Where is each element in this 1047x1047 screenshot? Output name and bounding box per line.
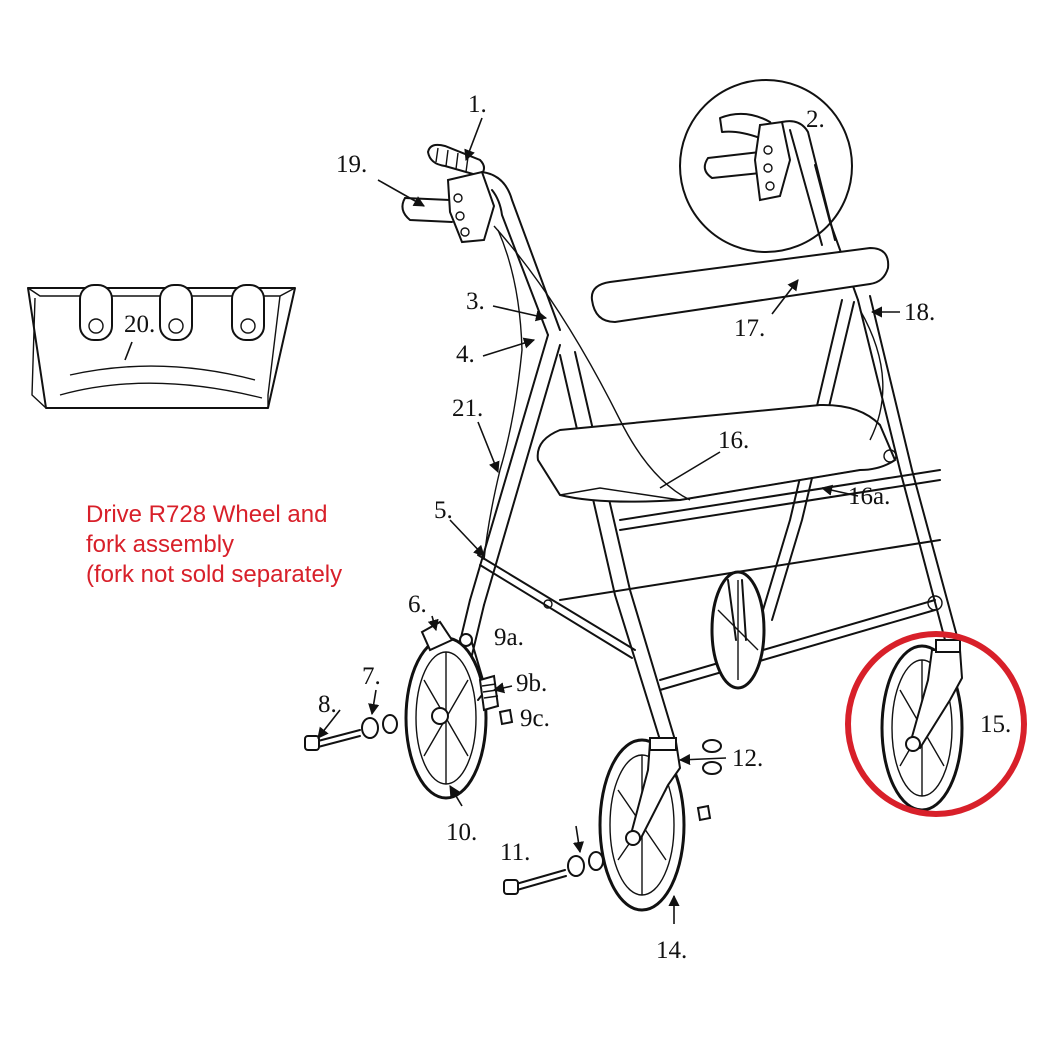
part-labels: 1. 2. 3. 4. 5. 6. 7. 8. 9a. 9b. 9c. 10. … (124, 91, 1011, 964)
label-8: 8. (318, 691, 337, 718)
label-21: 21. (452, 395, 483, 422)
label-9b: 9b. (516, 670, 547, 697)
label-19: 19. (336, 151, 367, 178)
label-15: 15. (980, 711, 1011, 738)
brake-detail-inset (679, 79, 853, 253)
label-16a: 16a. (848, 483, 890, 510)
storage-bag (27, 284, 296, 409)
label-3: 3. (466, 288, 485, 315)
label-2: 2. (806, 106, 825, 133)
label-4: 4. (456, 341, 475, 368)
wheel-fork-15 (880, 639, 964, 812)
label-16: 16. (718, 427, 749, 454)
label-6: 6. (408, 591, 427, 618)
note-line-3: (fork not sold separately (86, 561, 342, 588)
label-12: 12. (732, 745, 763, 772)
product-note: Drive R728 Wheel and fork assembly (fork… (86, 501, 342, 588)
wheel-14 (598, 737, 686, 912)
label-9c: 9c. (520, 705, 550, 732)
label-9a: 9a. (494, 624, 524, 651)
label-18: 18. (904, 299, 935, 326)
label-5: 5. (434, 497, 453, 524)
axle-bolt-8 (304, 714, 398, 751)
highlight-circle (845, 631, 1027, 817)
label-11: 11. (500, 839, 530, 866)
label-1: 1. (468, 91, 487, 118)
label-17: 17. (734, 315, 765, 342)
leader-lines (317, 117, 900, 924)
label-7: 7. (362, 663, 381, 690)
wheel-10 (404, 620, 488, 800)
label-14: 14. (656, 937, 687, 964)
note-line-2: fork assembly (86, 531, 234, 558)
axle-bolt-11 (503, 739, 722, 895)
note-line-1: Drive R728 Wheel and (86, 501, 327, 528)
label-10: 10. (446, 819, 477, 846)
label-20: 20. (124, 311, 155, 338)
